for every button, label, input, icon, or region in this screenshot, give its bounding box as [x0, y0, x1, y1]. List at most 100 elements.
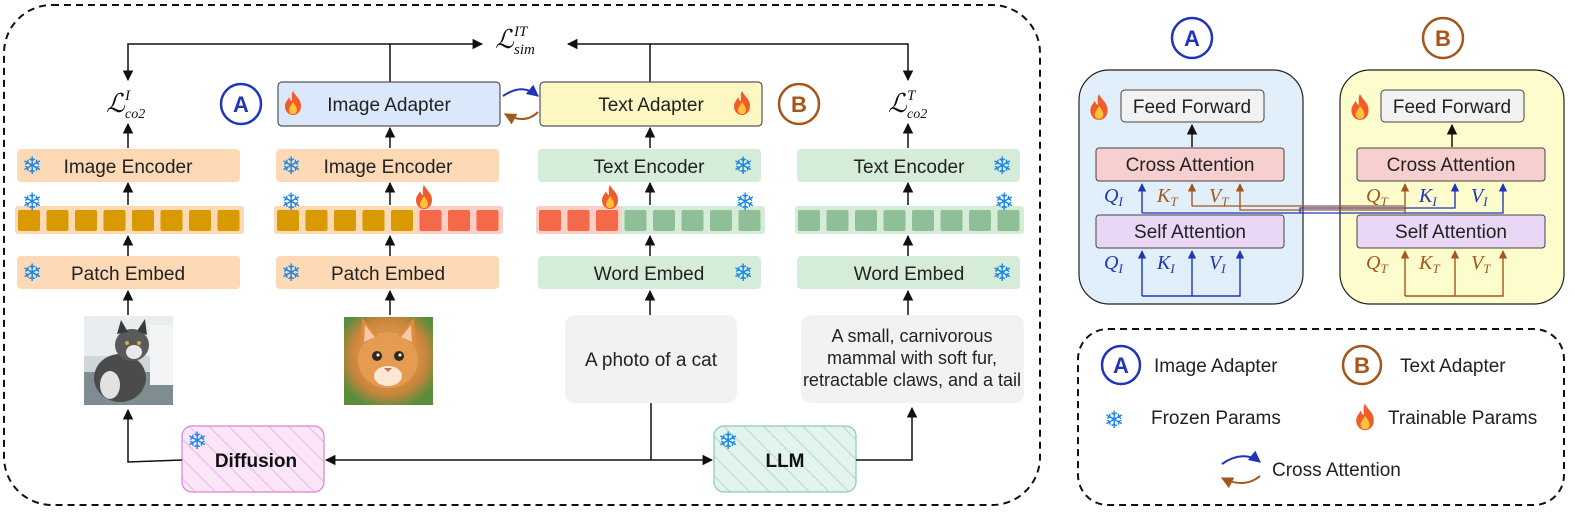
adapter-cross-arrows	[502, 84, 539, 125]
image-encoder-left: ❄ Image Encoder	[17, 149, 240, 182]
snowflake-icon: ❄	[733, 152, 753, 180]
adapter-a-panel: Feed Forward Cross Attention Self Attent…	[1078, 69, 1304, 305]
svg-text:Feed Forward: Feed Forward	[1393, 97, 1511, 118]
token	[539, 210, 561, 231]
svg-text:co2: co2	[125, 107, 145, 122]
token	[567, 210, 590, 231]
main-panel	[3, 4, 1041, 506]
cat-photo-gray	[84, 316, 173, 405]
loss-co2-text-label: ℒ T co2	[888, 88, 927, 122]
svg-text:Trainable Params: Trainable Params	[1388, 408, 1537, 429]
token	[653, 210, 675, 231]
svg-text:ℒ: ℒ	[106, 89, 126, 118]
token	[305, 210, 328, 231]
snowflake-icon: ❄	[22, 188, 42, 216]
short-caption-box: A photo of a cat	[565, 315, 737, 403]
text-encoder-left: ❄ Text Encoder	[538, 149, 761, 182]
snowflake-icon: ❄	[992, 152, 1012, 180]
token	[596, 210, 618, 231]
image-encoder-right: ❄ Image Encoder	[276, 149, 499, 182]
svg-text:sim: sim	[514, 42, 535, 58]
top-connectors	[122, 38, 914, 82]
diffusion-box: ❄ Diffusion	[181, 425, 325, 493]
svg-text:B: B	[1435, 26, 1451, 51]
token	[969, 210, 991, 231]
snowflake-icon: ❄	[718, 427, 738, 455]
token	[75, 210, 97, 231]
svg-text:QI: QI	[1104, 252, 1123, 276]
snowflake-icon: ❄	[735, 188, 755, 216]
token	[217, 210, 240, 231]
svg-text:co2: co2	[907, 107, 927, 122]
svg-text:Image Encoder: Image Encoder	[324, 157, 454, 178]
badge-b-header: B	[1421, 16, 1465, 60]
snowflake-icon: ❄	[22, 152, 42, 180]
token	[132, 210, 154, 231]
token-row-text-left: ❄	[536, 185, 765, 234]
svg-text:I: I	[124, 88, 131, 104]
token	[277, 210, 299, 231]
svg-text:KI: KI	[1418, 185, 1437, 209]
bottom-connectors	[122, 403, 918, 466]
vertical-arrows	[122, 122, 914, 315]
svg-text:retractable claws, and a tail: retractable claws, and a tail	[803, 370, 1021, 390]
legend-panel: A Image Adapter B Text Adapter ❄ Frozen …	[1077, 328, 1565, 506]
snowflake-icon: ❄	[281, 152, 301, 180]
token	[391, 210, 413, 231]
svg-text:VT: VT	[1209, 185, 1229, 209]
svg-text:Image Adapter: Image Adapter	[1154, 356, 1278, 377]
svg-text:A photo of a cat: A photo of a cat	[585, 350, 718, 371]
loss-sim-label: ℒ IT sim	[495, 24, 535, 58]
svg-text:A: A	[233, 92, 249, 117]
token	[160, 210, 183, 231]
svg-text:ℒ: ℒ	[888, 89, 908, 118]
svg-text:Patch Embed: Patch Embed	[71, 264, 185, 285]
token	[189, 210, 211, 231]
svg-text:Patch Embed: Patch Embed	[331, 264, 445, 285]
svg-text:Self Attention: Self Attention	[1134, 222, 1246, 243]
token-row-image-right: ❄	[274, 185, 503, 234]
token	[681, 210, 704, 231]
token	[18, 210, 40, 231]
svg-text:Feed Forward: Feed Forward	[1133, 97, 1251, 118]
cat-photo-kitten	[344, 317, 433, 405]
svg-text:VT: VT	[1471, 252, 1491, 276]
token	[912, 210, 934, 231]
flame-icon	[602, 185, 618, 209]
svg-text:Cross Attention: Cross Attention	[1387, 155, 1516, 176]
token	[710, 210, 732, 231]
adapter-b-panel: Feed Forward Cross Attention Self Attent…	[1339, 69, 1565, 305]
svg-text:QT: QT	[1366, 252, 1388, 276]
badge-a-header: A	[1170, 16, 1214, 60]
svg-text:Image Encoder: Image Encoder	[64, 157, 194, 178]
svg-text:VI: VI	[1471, 185, 1488, 209]
svg-text:Text Adapter: Text Adapter	[598, 95, 704, 116]
loss-co2-image-label: ℒ I co2	[106, 88, 145, 122]
snowflake-icon: ❄	[22, 259, 42, 287]
token-row-image-left: ❄	[15, 188, 244, 234]
svg-text:Word Embed: Word Embed	[594, 264, 705, 285]
svg-text:Text Encoder: Text Encoder	[594, 157, 706, 178]
token	[997, 210, 1020, 231]
patch-embed-left: ❄ Patch Embed	[17, 256, 240, 289]
svg-text:mammal with soft fur,: mammal with soft fur,	[827, 348, 997, 368]
flame-icon	[416, 185, 432, 209]
svg-text:VI: VI	[1209, 252, 1226, 276]
badge-b: B	[777, 82, 821, 126]
svg-text:Text Encoder: Text Encoder	[854, 157, 966, 178]
image-adapter-box: Image Adapter	[277, 81, 501, 127]
token	[738, 210, 761, 231]
svg-text:KT: KT	[1156, 185, 1178, 209]
svg-text:Cross Attention: Cross Attention	[1126, 155, 1255, 176]
svg-text:Frozen Params: Frozen Params	[1151, 408, 1281, 429]
svg-text:QI: QI	[1104, 185, 1123, 209]
svg-text:KT: KT	[1418, 252, 1440, 276]
svg-text:Text Adapter: Text Adapter	[1400, 356, 1506, 377]
svg-text:Diffusion: Diffusion	[215, 451, 297, 472]
svg-text:A: A	[1184, 26, 1200, 51]
token	[883, 210, 906, 231]
token	[103, 210, 126, 231]
token-row-text-right: ❄	[795, 188, 1024, 234]
svg-text:B: B	[791, 92, 807, 117]
